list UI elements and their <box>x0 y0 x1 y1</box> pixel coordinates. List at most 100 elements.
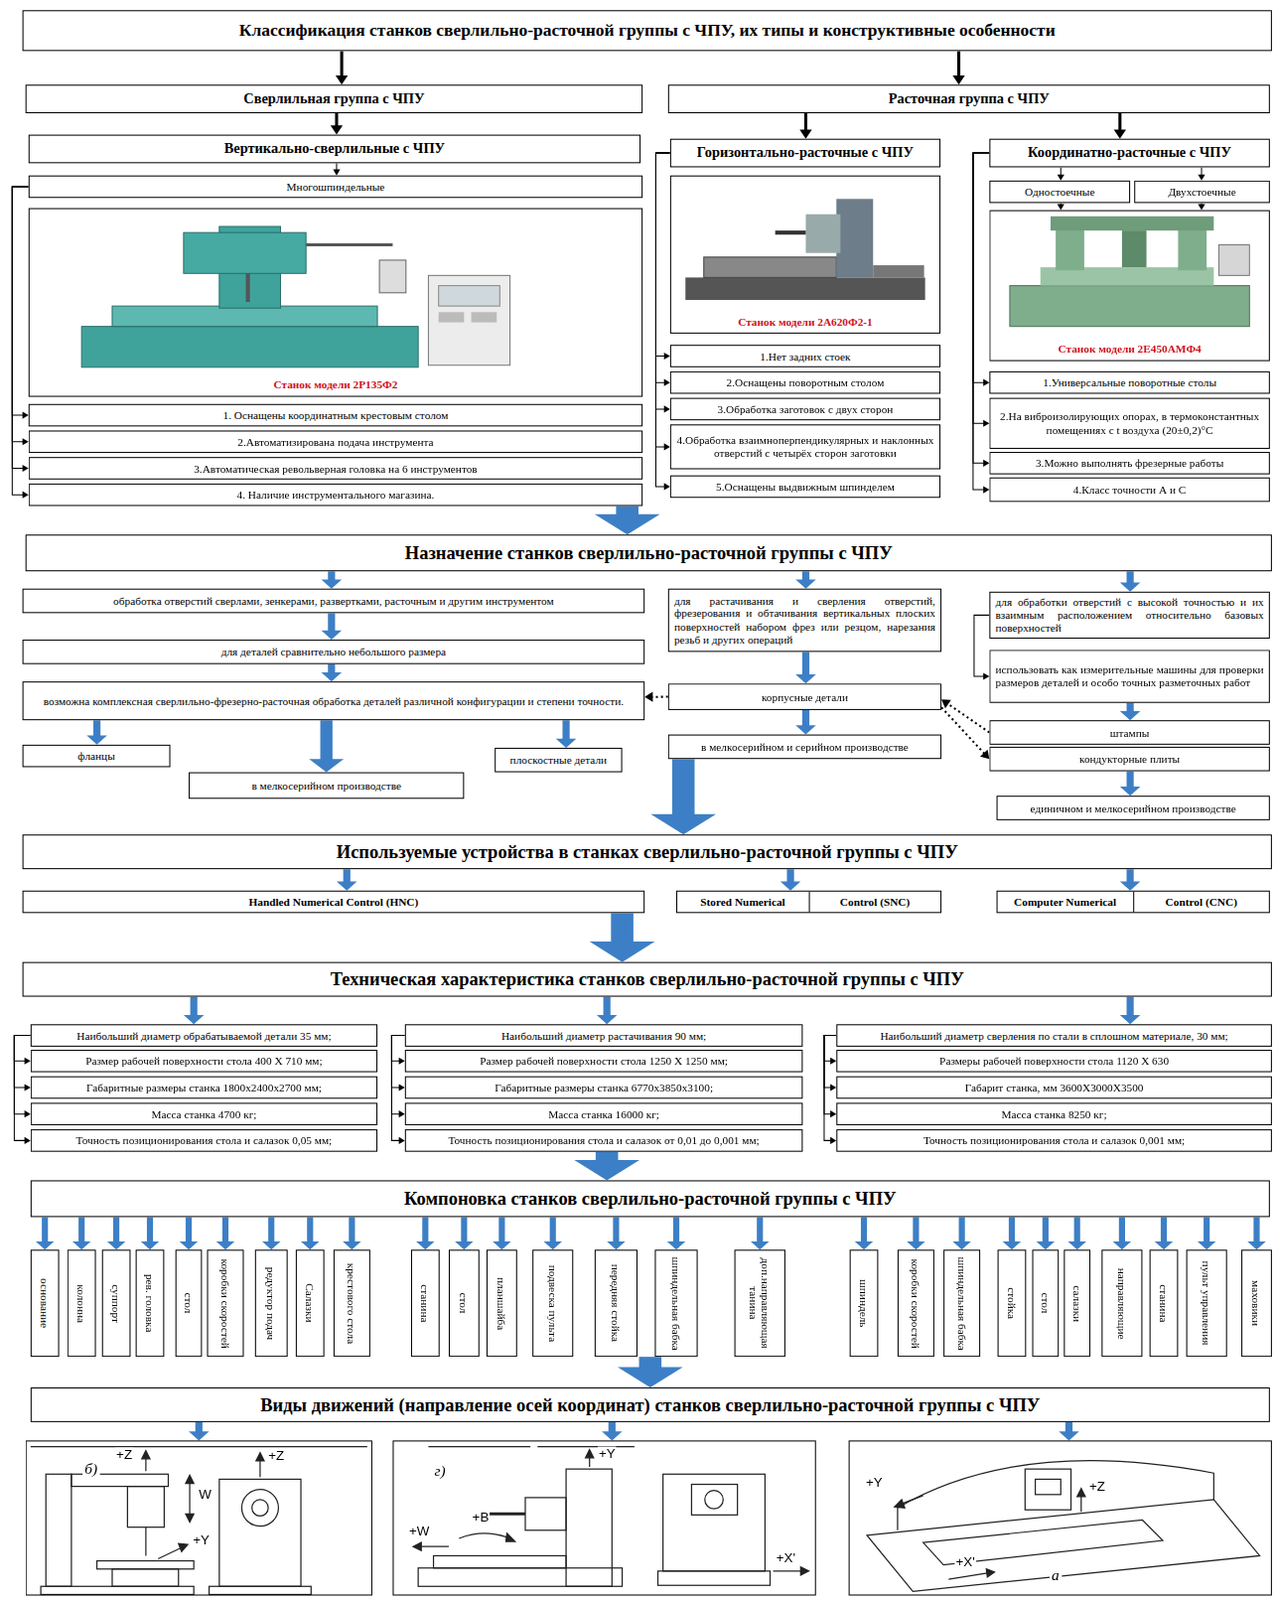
arrow-head <box>321 578 343 588</box>
drawing-part <box>800 1566 809 1575</box>
arrow-head <box>1058 1430 1080 1440</box>
connector-line <box>612 1216 619 1244</box>
connector-arrow <box>795 570 817 588</box>
connector-arrow <box>107 1216 126 1250</box>
box-text: Точность позиционирования стола и салазо… <box>76 1134 333 1147</box>
drawing-part <box>1050 216 1214 231</box>
box-text: передняя стойка <box>609 1264 622 1342</box>
axis-sketch <box>413 1446 810 1587</box>
connector-arrow <box>391 1035 405 1092</box>
box-text: Многошпиндельные <box>286 179 386 193</box>
connector-arrow <box>655 152 670 387</box>
box-text: Control (CNC) <box>1133 891 1270 913</box>
axis-label: +Y <box>597 1446 617 1460</box>
info-box: Масса станка 16000 кг; <box>405 1102 804 1126</box>
connector-line <box>460 1216 467 1244</box>
arrow-head <box>952 1241 971 1250</box>
axis-sketch <box>866 1460 1260 1592</box>
part-box: шпиндельная бабка <box>943 1249 981 1357</box>
box-text: Салазки <box>303 1283 316 1323</box>
diagram-frame: б) <box>25 1439 373 1595</box>
info-box: Размер рабочей поверхности стола 1250 X … <box>405 1049 804 1073</box>
drawing-part <box>259 1458 261 1477</box>
arrow-head <box>795 674 817 684</box>
connector-arrow <box>543 1216 562 1250</box>
drawing-part <box>585 1449 594 1458</box>
box-text: коробки скоростей <box>219 1258 232 1348</box>
connector-arrow <box>655 152 670 490</box>
info-box: Масса станка 8250 кг; <box>836 1102 1273 1126</box>
drawing-part <box>866 1499 1260 1591</box>
box-text: Виды движений (направление осей координа… <box>260 1394 1040 1416</box>
connector-line <box>550 1216 557 1244</box>
part-box: подвеска пульта <box>532 1249 573 1357</box>
connector-line <box>973 152 990 424</box>
arrow-head <box>1154 1241 1173 1250</box>
connector-line <box>860 1216 867 1244</box>
box-text: доп.направляющая танина <box>747 1253 773 1353</box>
connector-arrow <box>13 1035 30 1119</box>
arrow-head <box>107 1241 126 1250</box>
device-box: Computer NumericalControl (CNC) <box>996 890 1271 914</box>
arrow-head <box>596 1014 618 1024</box>
connector-arrow <box>321 570 343 588</box>
connector-line <box>912 1216 919 1244</box>
drawing-part <box>209 1585 312 1594</box>
connector-arrow <box>799 113 812 140</box>
axis-label: +Y <box>191 1533 211 1547</box>
connector-line <box>957 50 961 78</box>
box-text: Используемые устройства в станках сверли… <box>336 841 959 862</box>
part-box: салазки <box>1063 1249 1091 1357</box>
info-box: Наибольший диаметр сверления по стали в … <box>836 1023 1273 1047</box>
box-text: колонна <box>75 1283 88 1323</box>
connector-arrow <box>321 664 343 682</box>
part-box: планшайба <box>486 1249 518 1357</box>
drawing-part <box>256 1452 265 1461</box>
drawing-part <box>141 1450 150 1459</box>
connector-arrow <box>1067 1216 1086 1250</box>
connector-arrow <box>617 1356 684 1388</box>
arrow-head <box>321 630 343 640</box>
box-text: Габаритные размеры станка 6770х3850х3100… <box>494 1080 713 1094</box>
box-text: Станок модели 2А620Ф2-1 <box>734 315 876 329</box>
connector-arrow <box>183 996 205 1025</box>
box-text: Сверлильная группа с ЧПУ <box>243 90 425 108</box>
drawing-part <box>458 1533 510 1539</box>
connector-arrow <box>13 1035 30 1092</box>
connector-line <box>113 1216 120 1244</box>
box-text: коробки скоростей <box>909 1258 922 1348</box>
arrow-head <box>35 1241 54 1250</box>
axis-label: +Z <box>1088 1478 1107 1492</box>
part-box: колонна <box>67 1249 97 1357</box>
drawing-part <box>144 1527 146 1557</box>
drawing-part <box>505 1533 515 1542</box>
axis-label: +X' <box>775 1550 797 1563</box>
box-text: корпусные детали <box>761 690 849 704</box>
connector-line <box>673 1216 680 1244</box>
box-text: 4.Класс точности А и С <box>1073 483 1187 497</box>
box-text: 4.Обработка взаимноперпендикулярных и на… <box>675 433 936 460</box>
connector-line <box>603 996 611 1018</box>
connector-arrow <box>336 868 358 891</box>
info-box: Точность позиционирования стола и салазо… <box>405 1129 804 1152</box>
connector-line <box>391 1035 405 1088</box>
connector-arrow <box>262 1216 281 1250</box>
section-header: Компоновка станков сверлильно-расточной … <box>30 1179 1271 1217</box>
arrow-head <box>141 1241 159 1250</box>
info-box: Точность позиционирования стола и салазо… <box>30 1129 378 1152</box>
connector-arrow <box>1057 166 1065 180</box>
box-text: г) <box>432 1463 448 1479</box>
connector-line <box>655 152 670 447</box>
connector-line <box>1203 1216 1210 1244</box>
box-text: обработка отверстий сверлами, зенкерами,… <box>113 594 555 608</box>
box-text: основание <box>38 1277 51 1328</box>
box-text: 3.Обработка заготовок с двух сторон <box>717 402 894 416</box>
drawing-part <box>489 1512 526 1516</box>
connector-arrow <box>35 1216 54 1250</box>
connector-line <box>320 719 333 763</box>
connector-line <box>422 1216 428 1244</box>
box-text: стол <box>457 1292 470 1314</box>
connector-arrow <box>573 1151 640 1181</box>
drawing-part <box>1218 245 1250 277</box>
